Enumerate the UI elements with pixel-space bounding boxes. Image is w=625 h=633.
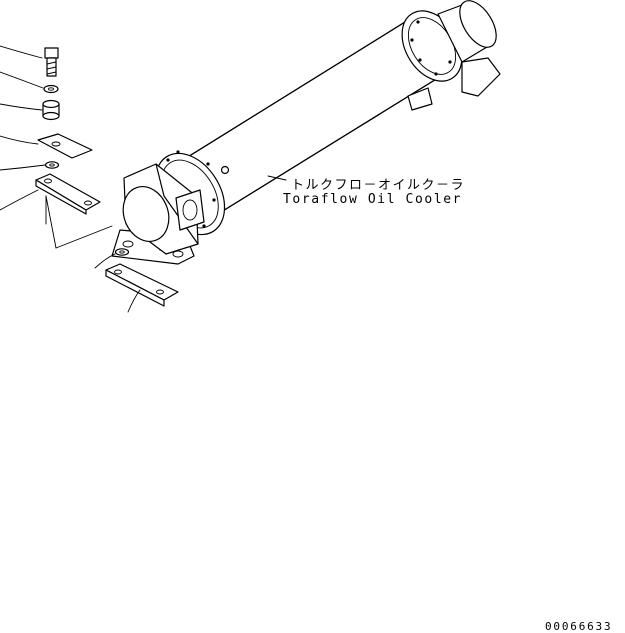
left-end-cap bbox=[111, 150, 226, 265]
bolt bbox=[44, 47, 59, 77]
hardware-stack bbox=[35, 47, 179, 307]
drain-plug bbox=[220, 165, 230, 175]
right-bracket bbox=[407, 87, 433, 111]
callout-leader bbox=[267, 175, 287, 181]
washer-lower bbox=[114, 248, 130, 256]
right-end-cap bbox=[401, 0, 501, 111]
shim-plate-lower bbox=[105, 263, 179, 307]
shim-plate bbox=[35, 173, 101, 215]
part-label-english: Toraflow Oil Cooler bbox=[283, 192, 463, 207]
right-bonnet bbox=[459, 0, 497, 48]
collar bbox=[42, 99, 60, 121]
part-label-japanese: トルクフロ－オイルク－ラ bbox=[291, 178, 466, 193]
right-mounting-foot bbox=[461, 57, 501, 97]
washer-top bbox=[43, 84, 59, 94]
drawing-number: 00066633 bbox=[545, 620, 613, 633]
leader-lines bbox=[0, 45, 141, 313]
washer-middle bbox=[44, 161, 60, 169]
left-port bbox=[175, 189, 205, 231]
plate-small bbox=[37, 133, 93, 159]
